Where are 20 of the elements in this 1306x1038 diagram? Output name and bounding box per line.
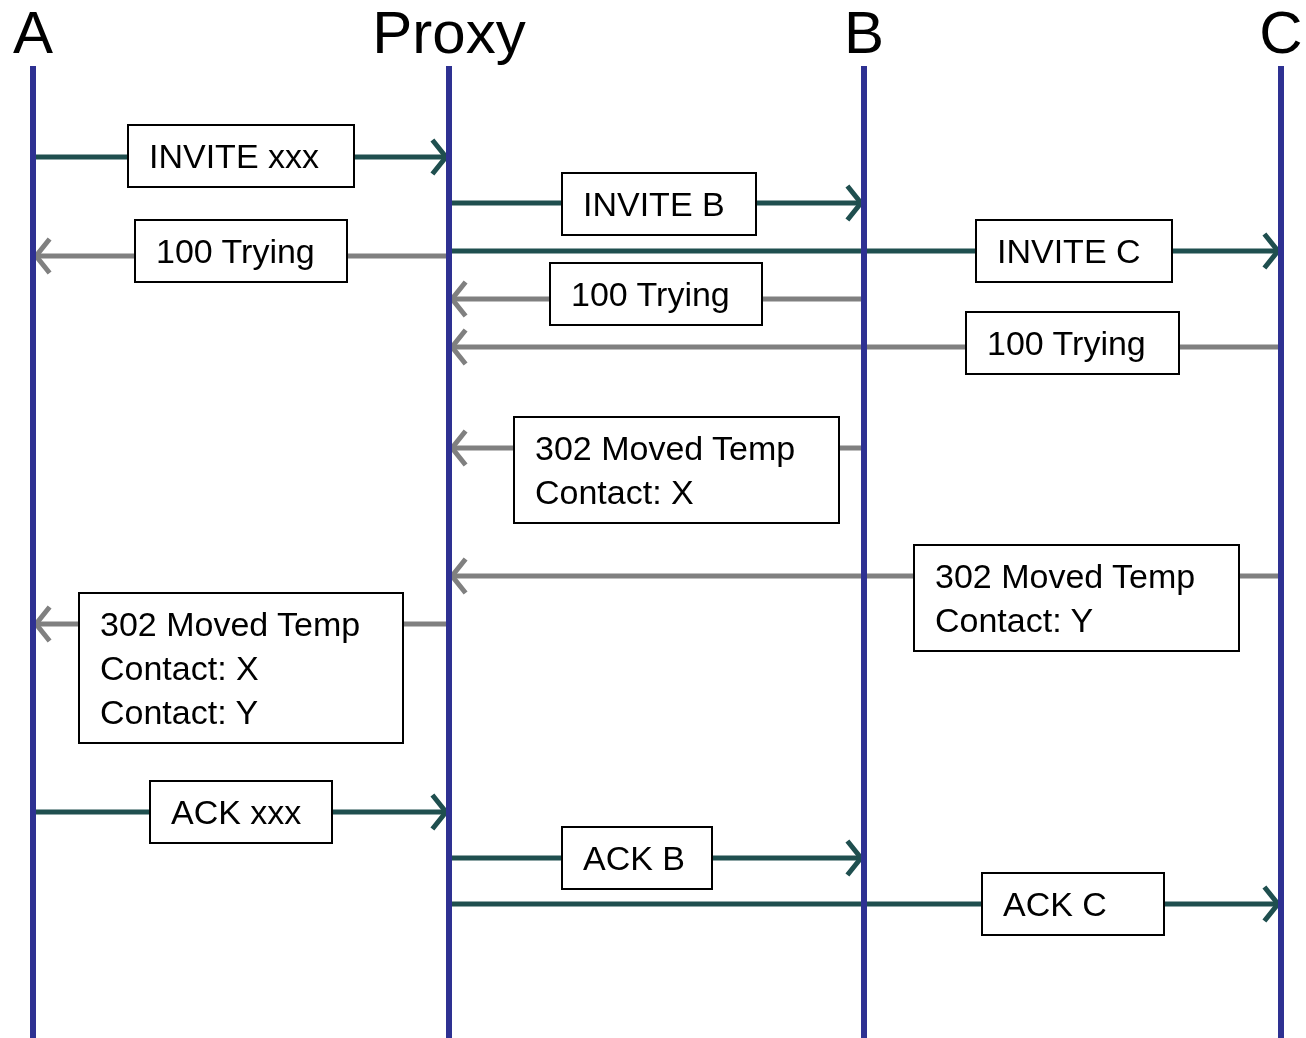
message-label: INVITE B	[561, 172, 757, 236]
message-label: 302 Moved Temp Contact: X	[513, 416, 840, 524]
message-label: ACK C	[981, 872, 1165, 936]
message-label: 302 Moved Temp Contact: X Contact: Y	[78, 592, 404, 744]
message-label: ACK xxx	[149, 780, 333, 844]
message-label: INVITE xxx	[127, 124, 355, 188]
message-label: 100 Trying	[134, 219, 348, 283]
message-label: INVITE C	[975, 219, 1173, 283]
lifeline	[446, 66, 452, 1038]
message-label: 100 Trying	[549, 262, 763, 326]
lifeline	[1278, 66, 1284, 1038]
lifeline-header: Proxy	[372, 0, 526, 66]
lifeline-header: B	[844, 0, 884, 66]
message-label: 100 Trying	[965, 311, 1180, 375]
message-label: 302 Moved Temp Contact: Y	[913, 544, 1240, 652]
lifeline-header: A	[13, 0, 53, 66]
lifeline	[30, 66, 36, 1038]
message-label: ACK B	[561, 826, 713, 890]
lifeline-header: C	[1259, 0, 1303, 66]
lifeline	[861, 66, 867, 1038]
